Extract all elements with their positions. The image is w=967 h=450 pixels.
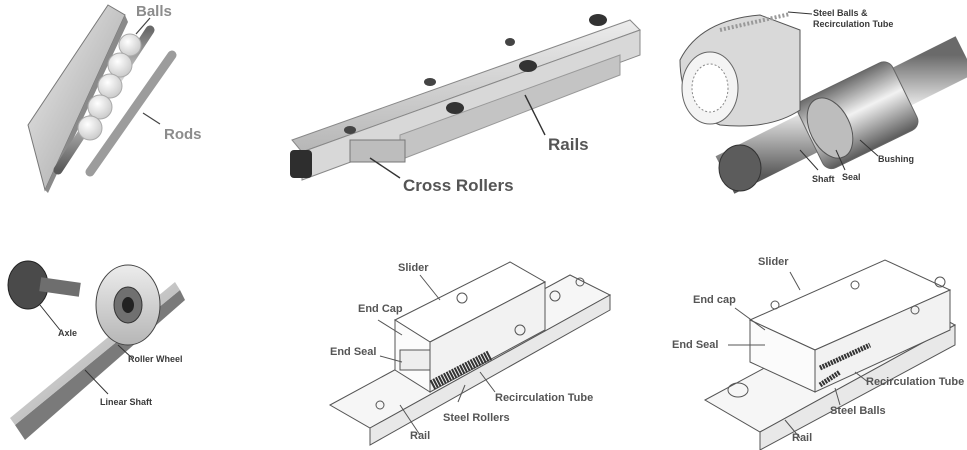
label-balls: Balls: [136, 3, 172, 20]
roller-linear-guide: [328, 261, 612, 446]
label-recirculation-tube-5: Recirculation Tube: [495, 392, 594, 404]
label-rails: Rails: [548, 135, 589, 154]
label-cross-rollers: Cross Rollers: [403, 176, 514, 195]
label-recirculation-tube-6: Recirculation Tube: [866, 376, 965, 388]
label-slider-5: Slider: [398, 262, 429, 274]
label-steel-balls-6: Steel Balls: [830, 405, 886, 417]
label-axle: Axle: [58, 328, 78, 338]
label-steel-balls-amp: Steel Balls &: [813, 8, 868, 18]
label-slider-6: Slider: [758, 256, 789, 268]
label-rail-5: Rail: [410, 430, 431, 442]
label-recirc-tube: Recirculation Tube: [813, 19, 894, 29]
linear-ball-bearing: [27, 4, 177, 193]
label-end-seal-5: End Seal: [330, 346, 377, 358]
label-shaft: Shaft: [812, 174, 835, 184]
label-steel-rollers: Steel Rollers: [443, 412, 510, 424]
label-bushing: Bushing: [878, 154, 914, 164]
label-end-cap-6: End cap: [693, 294, 736, 306]
label-end-seal-6: End Seal: [672, 339, 719, 351]
ball-bushing: [679, 11, 967, 194]
label-seal: Seal: [842, 172, 861, 182]
label-roller-wheel: Roller Wheel: [128, 354, 183, 364]
label-rods: Rods: [164, 126, 202, 143]
cross-roller-rails: [290, 14, 641, 181]
ball-linear-guide: [703, 259, 957, 450]
label-rail-6: Rail: [792, 432, 813, 444]
label-end-cap-5: End Cap: [358, 303, 403, 315]
label-linear-shaft: Linear Shaft: [100, 397, 153, 407]
roller-wheel: [7, 260, 185, 440]
label-steel-balls-recirc: Steel Balls & Recirculation Tube: [813, 8, 893, 30]
